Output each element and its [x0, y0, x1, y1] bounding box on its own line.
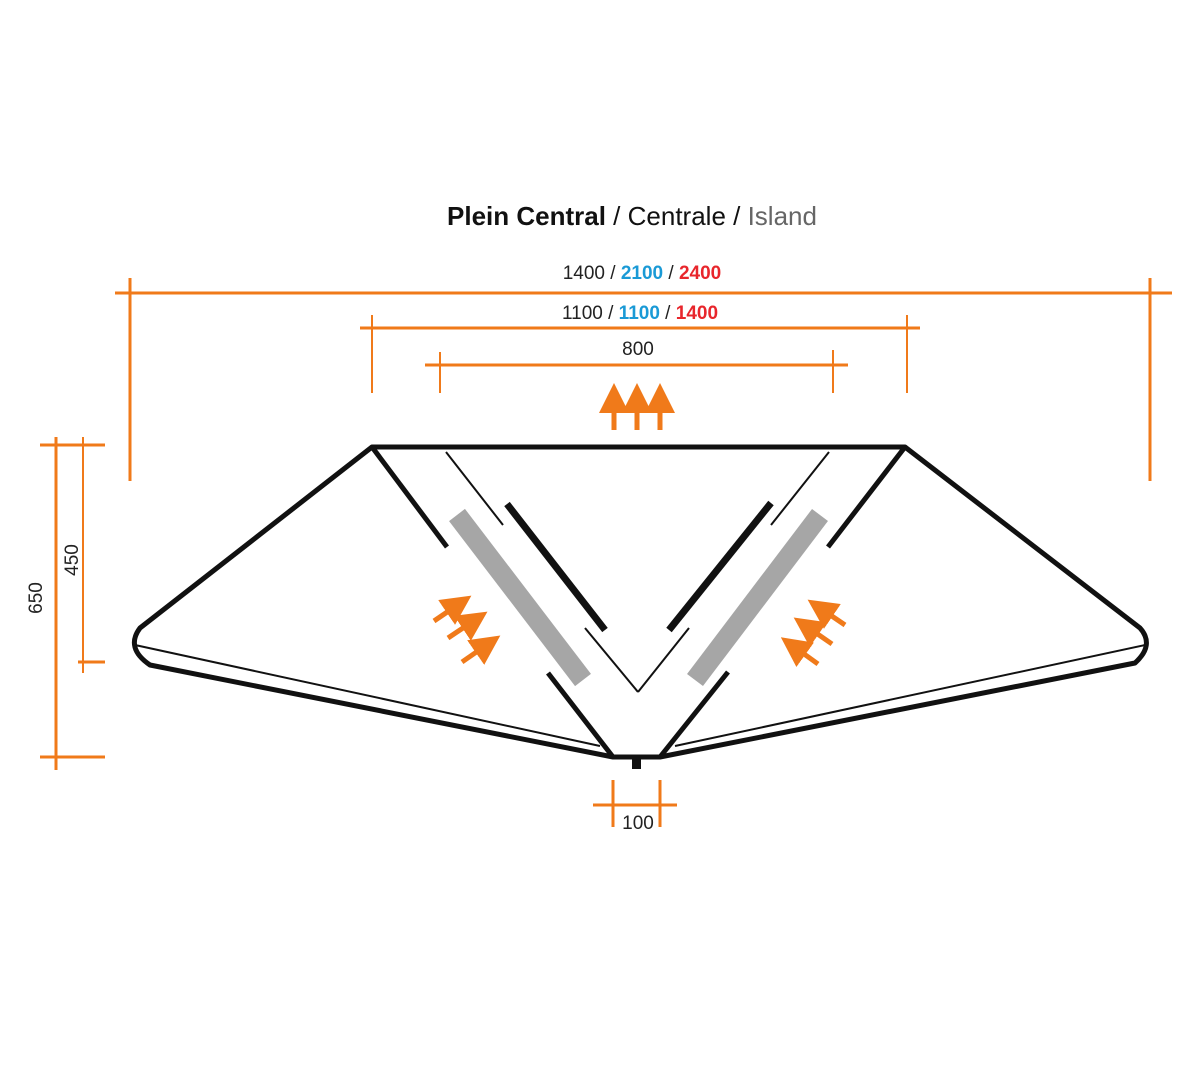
airflow-arrows — [432, 383, 847, 667]
bottom-gap-label: 100 — [622, 813, 654, 834]
side-height-label: 450 — [62, 544, 83, 576]
filter-width-dimension: 800 — [425, 339, 848, 393]
bottom-gap-dimension: 100 — [593, 780, 677, 834]
right-filter — [687, 508, 828, 687]
height-dimensions: 650 450 — [26, 437, 105, 770]
arrow-up-left-icon — [793, 617, 834, 647]
arrow-up-left-icon — [807, 599, 847, 629]
diagram-title: Plein Central / Centrale / Island — [447, 201, 817, 231]
arrow-up-left-icon — [780, 637, 820, 667]
arrow-up-right-icon — [460, 635, 501, 665]
filter-width-label: 800 — [622, 339, 654, 360]
overall-width-dimension: 1400 / 2100 / 2400 — [115, 263, 1172, 481]
hood-outline — [131, 444, 1149, 769]
inner-width-label: 1100 / 1100 / 1400 — [562, 303, 718, 324]
inner-width-dimension: 1100 / 1100 / 1400 — [360, 303, 920, 393]
arrow-up-right-icon — [446, 611, 488, 641]
arrow-up-right-icon — [432, 595, 472, 625]
overall-width-label: 1400 / 2100 / 2400 — [563, 263, 722, 284]
left-filter — [449, 508, 591, 687]
total-height-label: 650 — [26, 582, 47, 614]
inner-filter-structure — [370, 445, 907, 759]
